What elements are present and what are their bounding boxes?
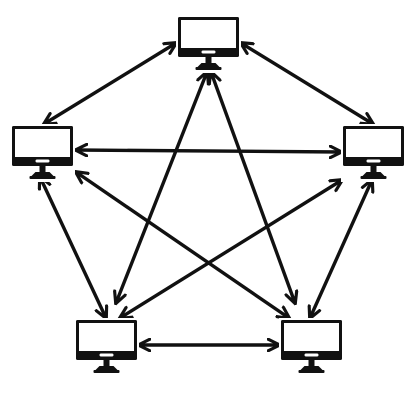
connection-right-bottom-right <box>310 180 372 318</box>
computers-layer <box>10 15 406 376</box>
connection-left-right <box>76 150 341 152</box>
monitor-right-icon <box>341 124 406 182</box>
monitor-bottom-right-icon <box>279 318 344 376</box>
connection-right-bottom-left <box>120 180 342 318</box>
monitor-bottom-left-icon <box>74 318 139 376</box>
connections-layer <box>40 43 373 345</box>
connection-top-right <box>241 43 373 124</box>
connection-top-bottom-left <box>116 72 207 303</box>
connection-top-bottom-right <box>211 72 295 303</box>
monitor-top-icon <box>176 15 241 73</box>
connection-top-left <box>44 43 176 124</box>
monitor-left-icon <box>10 124 75 182</box>
connection-left-bottom-left <box>40 177 106 318</box>
